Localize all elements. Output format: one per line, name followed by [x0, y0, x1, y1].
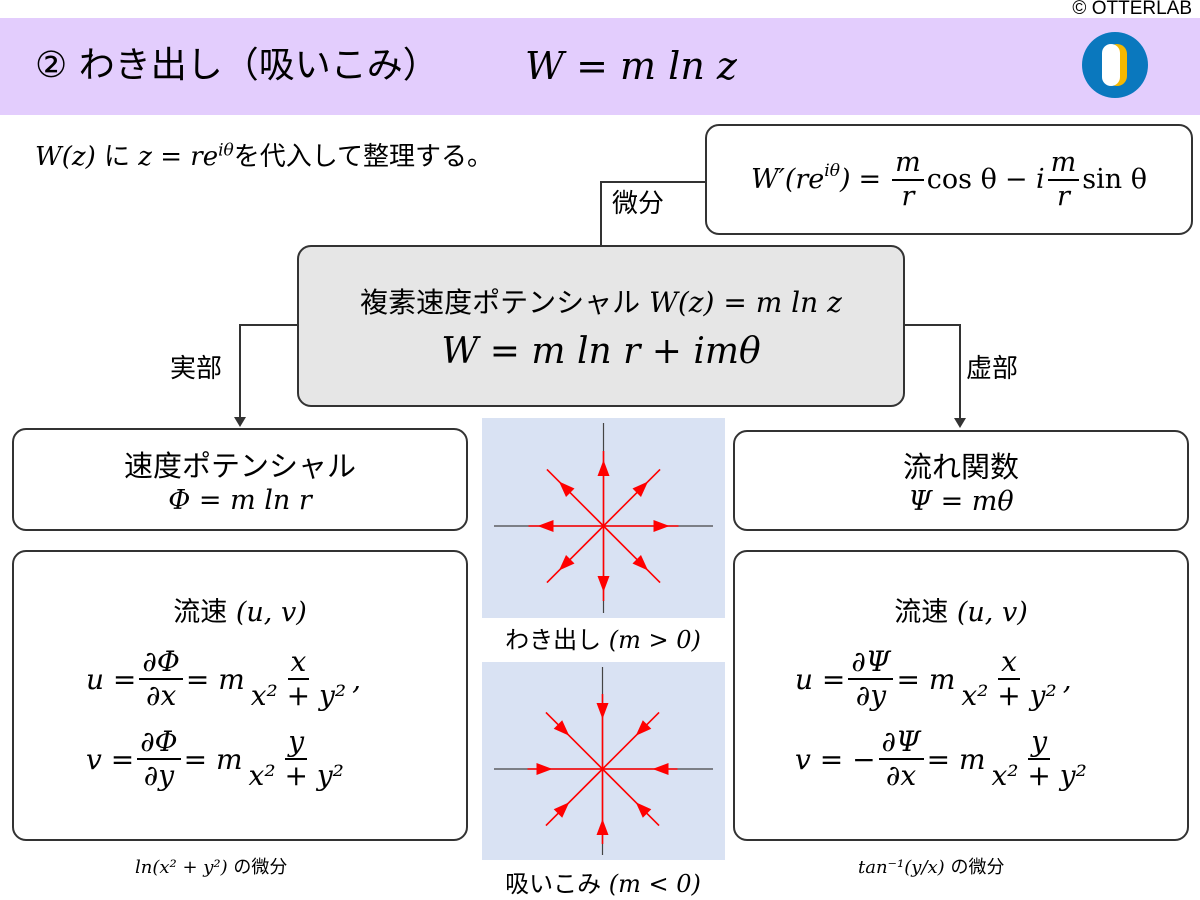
source-caption: わき出し (m > 0)	[505, 626, 701, 654]
sink-flow-diagram	[482, 662, 725, 860]
arrow-down-icon	[234, 417, 246, 427]
derivative-label: 微分	[612, 189, 665, 219]
arrow-down-icon	[954, 418, 966, 428]
arrowhead-icon	[597, 576, 610, 592]
arrowhead-icon	[537, 520, 554, 532]
connector-real-h	[239, 324, 297, 326]
connector-derivative	[600, 181, 602, 245]
arrowhead-icon	[635, 720, 652, 736]
title-bar	[0, 18, 1200, 115]
flow-line	[602, 525, 661, 584]
intro-text: W(z) に z = reiθを代入して整理する。	[35, 140, 493, 172]
flow-line	[546, 468, 605, 527]
imag-part-label: 虚部	[966, 354, 1019, 384]
arrowhead-icon	[558, 481, 575, 498]
stream-function-box: 流れ関数 Ψ = mθ	[733, 430, 1189, 531]
connector-derivative-h	[600, 181, 705, 183]
source-flow-diagram	[482, 418, 725, 618]
arrowhead-icon	[653, 520, 670, 532]
flow-line	[545, 768, 604, 827]
title-formula: W = m ln z	[525, 44, 737, 88]
velocity-potential-box: 速度ポテンシャル Φ = m ln r	[12, 428, 468, 531]
copyright: © OTTERLAB	[1072, 0, 1192, 19]
flow-line	[601, 768, 660, 827]
expanded-formula: W = m ln r + imθ	[441, 330, 761, 372]
arrowhead-icon	[558, 554, 575, 571]
real-part-label: 実部	[170, 354, 223, 384]
flow-line	[545, 711, 604, 770]
slide-title: ② わき出し（吸いこみ）	[35, 45, 439, 86]
otterlab-logo-icon	[1082, 32, 1148, 98]
arrowhead-icon	[536, 763, 553, 775]
flow-line	[546, 525, 605, 584]
arrowhead-icon	[632, 554, 649, 571]
right-note: tan⁻¹(y/x) の微分	[858, 857, 1005, 878]
arrowhead-icon	[652, 763, 669, 775]
connector-imag-h	[905, 324, 961, 326]
flow-line	[601, 711, 660, 770]
connector-imag	[959, 324, 961, 420]
flow-line	[602, 468, 661, 527]
sink-caption: 吸いこみ (m < 0)	[505, 870, 701, 898]
arrowhead-icon	[553, 802, 570, 818]
arrowhead-icon	[596, 703, 609, 719]
arrowhead-icon	[597, 460, 610, 476]
arrowhead-icon	[635, 802, 652, 818]
arrowhead-icon	[596, 819, 609, 835]
left-note: ln(x² + y²) の微分	[135, 857, 288, 878]
arrowhead-icon	[553, 720, 570, 736]
arrowhead-icon	[632, 481, 649, 498]
connector-real	[239, 324, 241, 420]
complex-potential-box: 複素速度ポテンシャル W(z) = m ln z W = m ln r + im…	[297, 245, 905, 407]
